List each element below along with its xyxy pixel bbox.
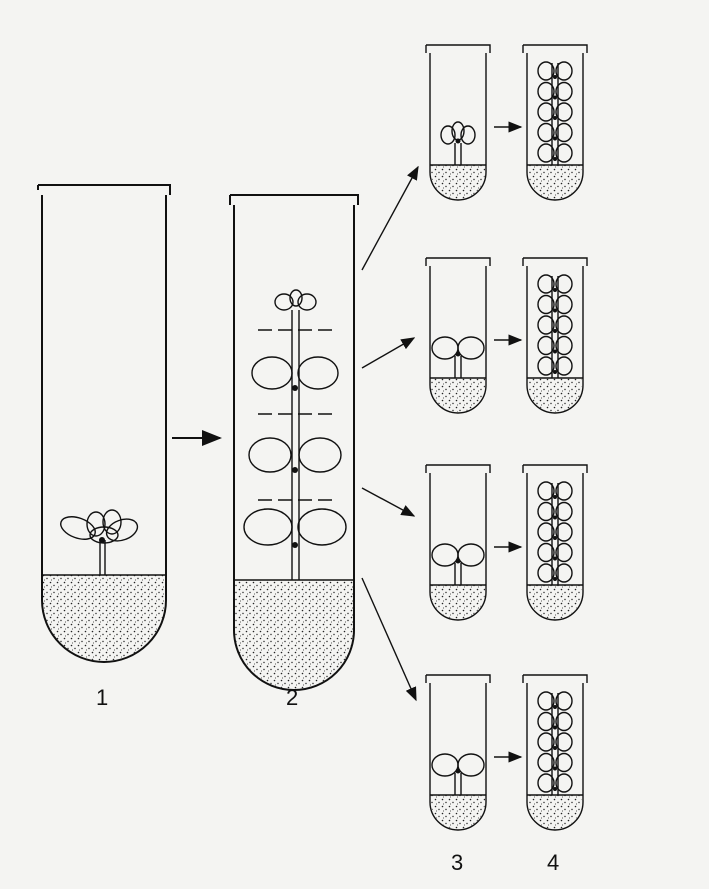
tube-1	[38, 185, 170, 662]
arrow-2-to-3a	[362, 167, 418, 270]
tube-1-seedling	[58, 510, 141, 575]
label-column-3: 3	[451, 850, 463, 875]
tube-col4-row1	[523, 45, 587, 200]
tube-col4-row3	[523, 465, 587, 620]
arrow-2-to-3d	[362, 578, 416, 700]
tube-col4-row4	[523, 675, 587, 830]
tube-col4-row2	[523, 258, 587, 413]
arrow-2-to-3b	[362, 338, 414, 368]
tube-2	[230, 195, 358, 690]
label-tube-1: 1	[96, 685, 108, 710]
arrow-2-to-3c	[362, 488, 414, 516]
label-tube-2: 2	[286, 685, 298, 710]
tube-col3-row3	[426, 465, 490, 620]
tube-2-shoot	[244, 290, 346, 580]
tube-col3-row4	[426, 675, 490, 830]
label-column-4: 4	[547, 850, 559, 875]
tube-col3-row1	[426, 45, 490, 200]
tube-1-medium	[43, 575, 165, 661]
tube-col3-row2	[426, 258, 490, 413]
subculture-columns	[426, 45, 587, 830]
